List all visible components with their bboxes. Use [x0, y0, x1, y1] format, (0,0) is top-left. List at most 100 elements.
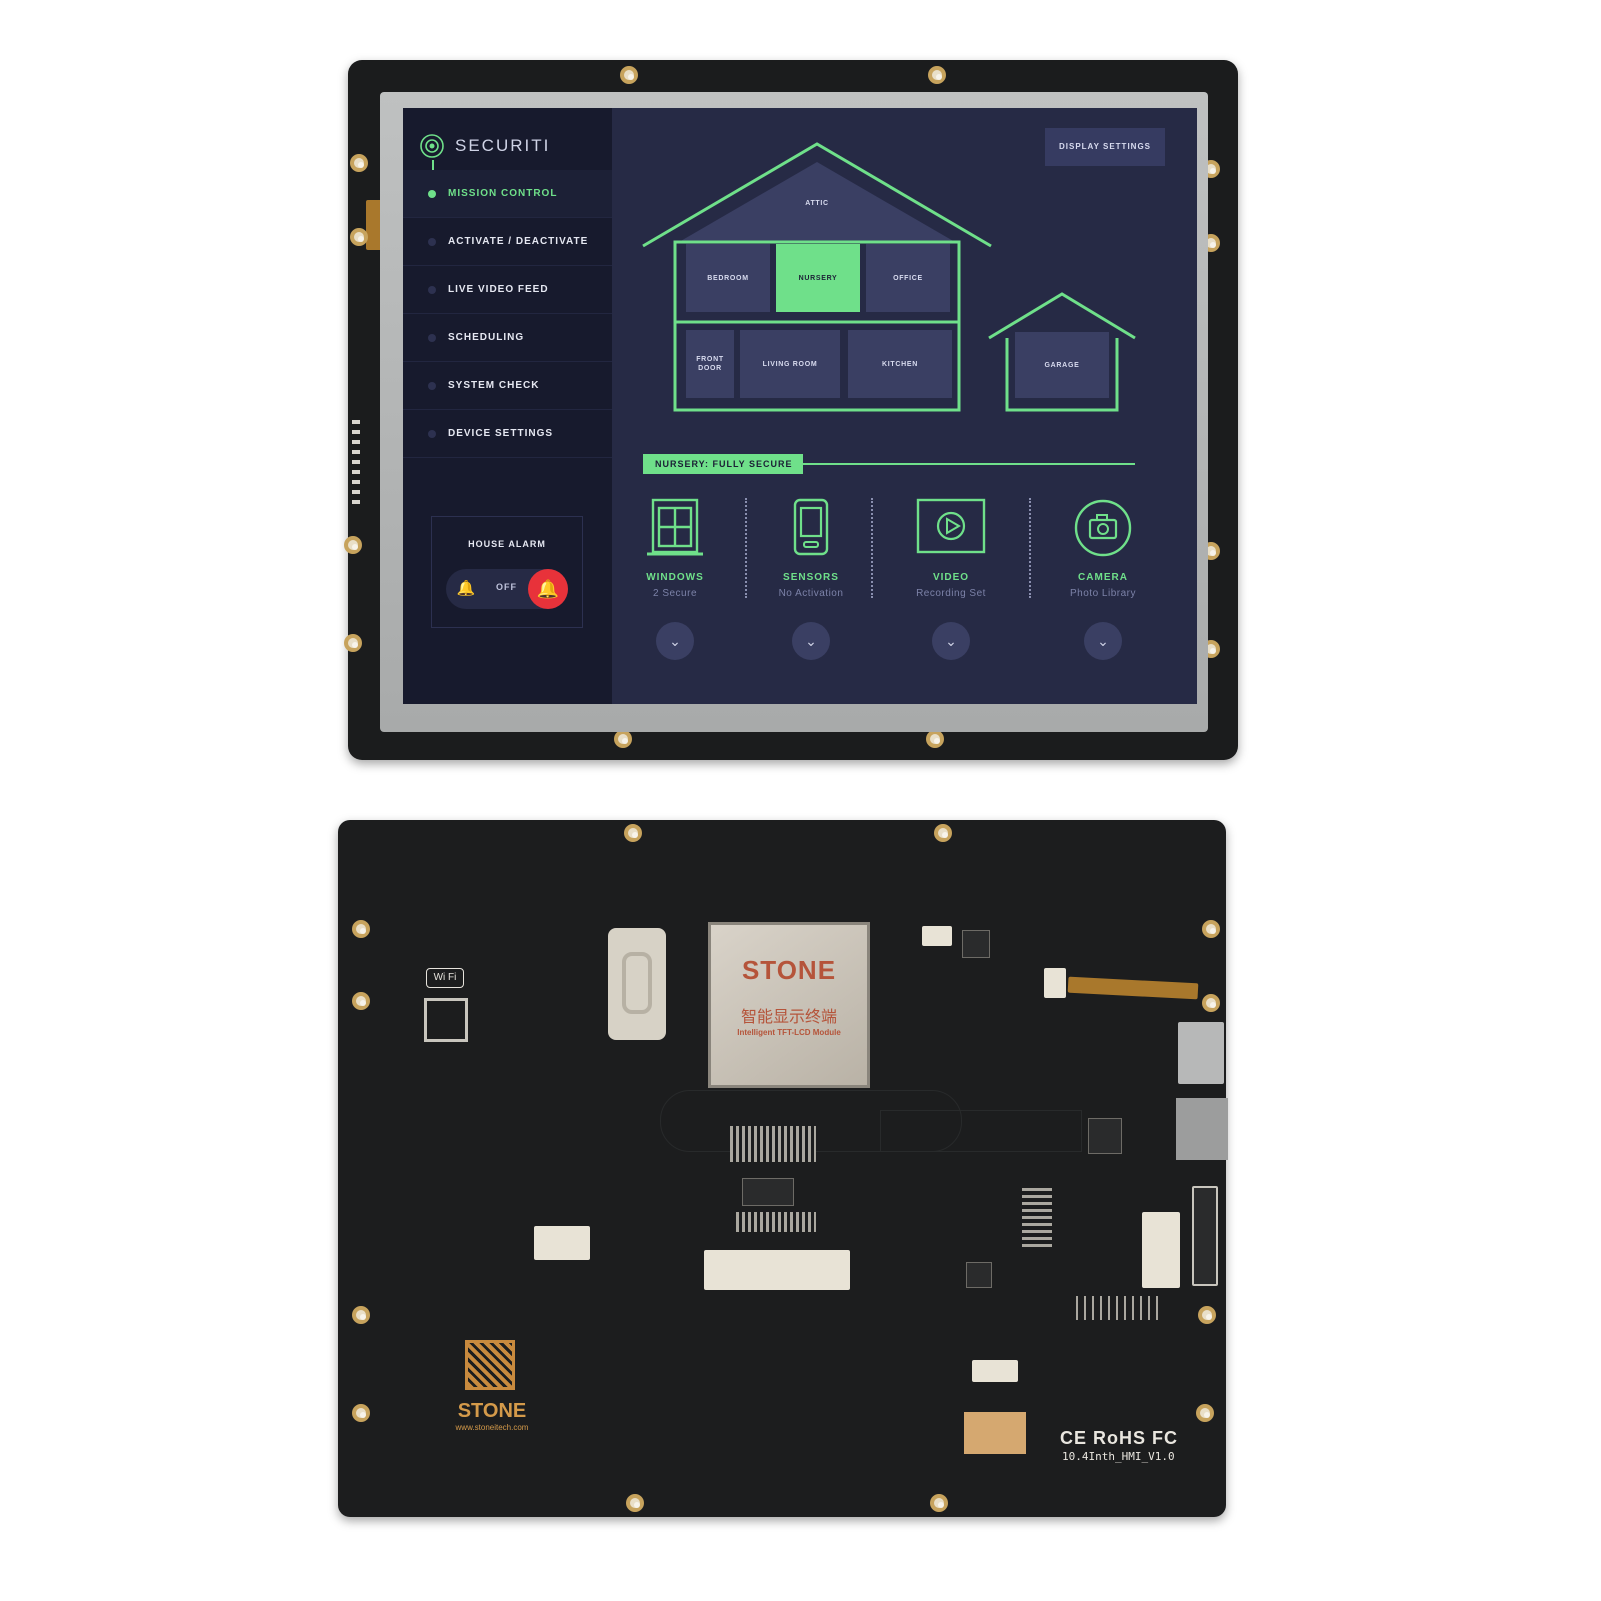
main-processor-chip: STONE 智能显示终端 Intelligent TFT-LCD Module	[708, 922, 870, 1088]
side-ribbon-connector	[366, 200, 382, 250]
camera-icon	[1074, 499, 1132, 557]
mount-hole	[352, 920, 370, 938]
feature-subtitle: No Activation	[778, 588, 844, 599]
wifi-module-chip	[424, 998, 468, 1042]
nav-indicator	[428, 333, 436, 342]
alarm-state-label: OFF	[496, 582, 517, 592]
mount-hole	[614, 730, 632, 748]
room-nursery[interactable]: NURSERY	[776, 244, 860, 312]
mount-hole	[624, 824, 642, 842]
room-status-badge: NURSERY: FULLY SECURE	[643, 454, 803, 474]
nav-mission-control[interactable]: MISSION CONTROL	[403, 170, 612, 218]
status-line	[803, 463, 1135, 465]
window-icon	[647, 498, 703, 556]
nav-system-check[interactable]: SYSTEM CHECK	[403, 362, 612, 410]
nav-label: LIVE VIDEO FEED	[448, 284, 549, 295]
phone-sensor-icon	[793, 498, 829, 556]
nav-indicator	[428, 285, 436, 294]
jst-connector	[534, 1226, 590, 1260]
room-kitchen[interactable]: KITCHEN	[848, 330, 952, 398]
mount-hole	[1202, 920, 1220, 938]
bell-off-icon: 🔔	[456, 580, 476, 597]
chevron-down-icon[interactable]: ⌄	[1084, 622, 1122, 660]
mount-hole	[1202, 994, 1220, 1012]
nav-label: SYSTEM CHECK	[448, 380, 540, 391]
feature-divider	[745, 498, 747, 598]
feature-title: SENSORS	[783, 572, 839, 583]
resistor-array	[736, 1212, 816, 1232]
mount-hole	[934, 824, 952, 842]
nav-label: SCHEDULING	[448, 332, 525, 343]
nav-indicator	[428, 381, 436, 390]
mount-hole	[344, 634, 362, 652]
brand-url: www.stoneitech.com	[455, 1423, 529, 1432]
house-alarm-title: HOUSE ALARM	[468, 539, 546, 549]
nav-indicator	[428, 237, 436, 246]
feature-camera[interactable]: CAMERA Photo Library ⌄	[1043, 488, 1163, 688]
mount-hole	[930, 1494, 948, 1512]
mount-hole	[350, 228, 368, 246]
feature-sensors[interactable]: SENSORS No Activation ⌄	[751, 488, 871, 688]
resistor-array	[1076, 1296, 1158, 1320]
feature-title: CAMERA	[1078, 572, 1128, 583]
display-settings-button[interactable]: DISPLAY SETTINGS	[1045, 128, 1165, 166]
lcd-fpc-connector	[704, 1250, 850, 1290]
nav-activate-deactivate[interactable]: ACTIVATE / DEACTIVATE	[403, 218, 612, 266]
room-attic[interactable]: ATTIC	[805, 199, 829, 207]
side-header-pins	[352, 420, 360, 510]
mount-hole	[620, 66, 638, 84]
usb-port[interactable]	[1178, 1022, 1224, 1084]
feature-title: WINDOWS	[646, 572, 704, 583]
chevron-down-icon[interactable]: ⌄	[792, 622, 830, 660]
capacitor-array	[1022, 1188, 1052, 1248]
pcb-trace	[880, 1110, 1082, 1152]
chevron-down-icon[interactable]: ⌄	[656, 622, 694, 660]
feature-subtitle: Photo Library	[1070, 588, 1136, 599]
app-logo: SECURITI	[419, 126, 550, 166]
certification-marks: CE RoHS FC	[1060, 1428, 1178, 1448]
qr-code	[465, 1340, 515, 1390]
room-garage[interactable]: GARAGE	[1015, 332, 1109, 398]
feature-divider	[1029, 498, 1031, 598]
nav-live-video-feed[interactable]: LIVE VIDEO FEED	[403, 266, 612, 314]
small-connector	[972, 1360, 1018, 1382]
room-office[interactable]: OFFICE	[866, 244, 950, 312]
nav-scheduling[interactable]: SCHEDULING	[403, 314, 612, 362]
touch-screen: SECURITI MISSION CONTROL ACTIVATE / DEAC…	[403, 108, 1197, 704]
mount-hole	[352, 1306, 370, 1324]
mount-hole	[352, 1404, 370, 1422]
sd-card-slot[interactable]	[1176, 1098, 1228, 1160]
feature-windows[interactable]: WINDOWS 2 Secure ⌄	[615, 488, 735, 688]
chip-english-label: Intelligent TFT-LCD Module	[737, 1028, 841, 1037]
serial-connector	[1142, 1212, 1180, 1288]
nav-label: DEVICE SETTINGS	[448, 428, 554, 439]
chevron-down-icon[interactable]: ⌄	[932, 622, 970, 660]
cable-connector	[1044, 968, 1066, 998]
mount-hole	[1196, 1404, 1214, 1422]
chip-chinese-label: 智能显示终端	[740, 1007, 837, 1026]
app-logo-text: SECURITI	[455, 136, 551, 155]
model-number: 10.4Inth_HMI_V1.0	[1062, 1450, 1175, 1463]
brand-logo: STONE	[457, 1400, 527, 1422]
room-living-room[interactable]: LIVING ROOM	[740, 330, 840, 398]
wifi-label: Wi Fi	[426, 968, 464, 988]
feature-video[interactable]: VIDEO Recording Set ⌄	[891, 488, 1011, 688]
mount-hole	[626, 1494, 644, 1512]
sidebar: SECURITI MISSION CONTROL ACTIVATE / DEAC…	[403, 108, 612, 704]
small-connector	[922, 926, 952, 946]
mount-hole	[344, 536, 362, 554]
room-front-door[interactable]: FRONT DOOR	[686, 330, 734, 398]
nav-indicator	[428, 189, 436, 198]
feature-subtitle: Recording Set	[916, 588, 986, 599]
regulator-chip	[966, 1262, 992, 1288]
room-bedroom[interactable]: BEDROOM	[686, 244, 770, 312]
chip-brand: STONE	[741, 955, 837, 985]
memory-chip	[742, 1178, 794, 1206]
resistor-array	[730, 1126, 816, 1162]
signal-tower-icon	[420, 134, 444, 158]
house-alarm-toggle[interactable]: 🔔 OFF 🔔	[446, 569, 568, 609]
nav-label: ACTIVATE / DEACTIVATE	[448, 236, 589, 247]
bell-icon[interactable]: 🔔	[528, 569, 568, 609]
nav-device-settings[interactable]: DEVICE SETTINGS	[403, 410, 612, 458]
mount-hole	[928, 66, 946, 84]
